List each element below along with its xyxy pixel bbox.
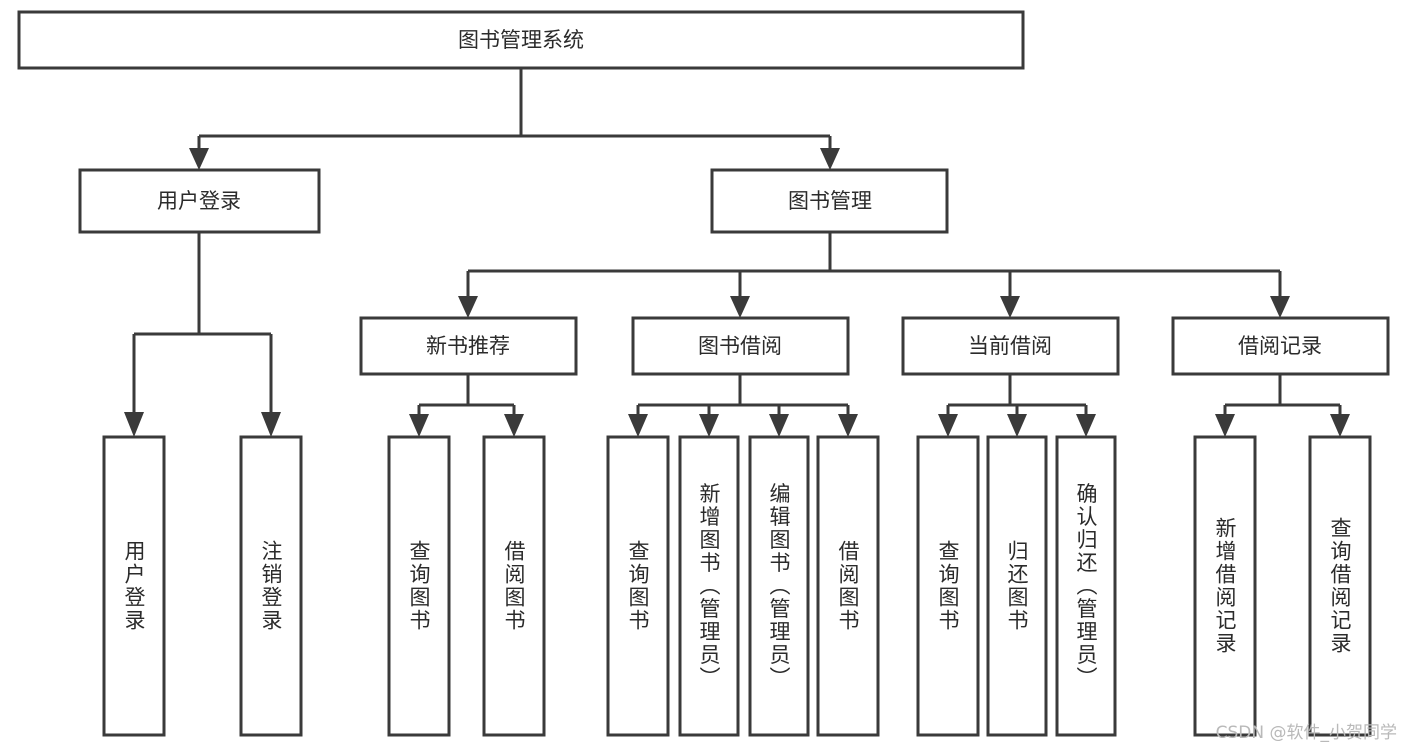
node-leaf-borrow-book-1[interactable]: 借阅图书: [482, 435, 546, 737]
node-user-login-label: 用户登录: [157, 189, 241, 213]
node-leaf-confirm-return-label: 确认归还（管理员）: [1074, 483, 1098, 690]
edge-layer: [124, 68, 1350, 437]
node-current-borrow-box[interactable]: [901, 316, 1120, 376]
node-leaf-user-login-label: 用户登录: [122, 540, 146, 632]
node-borrow-record[interactable]: 借阅记录: [1171, 316, 1390, 376]
node-leaf-query-book-2-box[interactable]: [606, 435, 670, 737]
node-leaf-confirm-return-box[interactable]: [1055, 435, 1117, 737]
node-leaf-logout-box[interactable]: [239, 435, 303, 737]
node-leaf-edit-book[interactable]: 编辑图书（管理员）: [748, 435, 810, 737]
node-leaf-add-record-box[interactable]: [1193, 435, 1257, 737]
node-leaf-query-book-2[interactable]: 查询图书: [606, 435, 670, 737]
arrow-to-leaf-query-book-3: [938, 414, 958, 437]
node-book-borrow-label: 图书借阅: [698, 334, 782, 358]
node-leaf-user-login[interactable]: 用户登录: [102, 435, 166, 737]
arrow-to-leaf-query-record: [1330, 414, 1350, 437]
node-leaf-add-record[interactable]: 新增借阅记录: [1193, 435, 1257, 737]
arrow-to-leaf-confirm-return: [1076, 414, 1096, 437]
node-root-box[interactable]: [17, 10, 1025, 70]
node-leaf-logout[interactable]: 注销登录: [239, 435, 303, 737]
node-leaf-borrow-book-2-label: 借阅图书: [836, 540, 860, 632]
arrow-to-leaf-borrow-book-2: [838, 414, 858, 437]
node-leaf-query-book-1-box[interactable]: [387, 435, 451, 737]
node-root-label: 图书管理系统: [458, 28, 584, 52]
node-leaf-edit-book-box[interactable]: [748, 435, 810, 737]
arrow-to-leaf-logout: [261, 412, 281, 437]
node-leaf-borrow-book-1-label: 借阅图书: [502, 540, 526, 632]
node-current-borrow[interactable]: 当前借阅: [901, 316, 1120, 376]
node-leaf-query-book-3-box[interactable]: [916, 435, 980, 737]
node-layer: 图书管理系统 用户登录 图书管理 新书推荐 图书借阅: [17, 10, 1390, 737]
node-leaf-add-book-box[interactable]: [678, 435, 740, 737]
node-borrow-record-box[interactable]: [1171, 316, 1390, 376]
arrow-to-leaf-borrow-book-1: [504, 414, 524, 437]
node-leaf-query-book-1[interactable]: 查询图书: [387, 435, 451, 737]
arrow-to-book-manage: [820, 148, 840, 170]
node-leaf-query-book-2-label: 查询图书: [626, 540, 650, 632]
arrow-to-current-borrow: [1000, 296, 1020, 318]
node-leaf-add-record-label: 新增借阅记录: [1213, 517, 1237, 655]
node-leaf-return-book-label: 归还图书: [1005, 540, 1029, 632]
arrow-to-new-book-rec: [458, 296, 478, 318]
arrow-to-leaf-user-login: [124, 412, 144, 437]
arrow-to-user-login: [189, 148, 209, 170]
arrow-to-leaf-return-book: [1007, 414, 1027, 437]
node-leaf-return-book[interactable]: 归还图书: [986, 435, 1048, 737]
node-borrow-record-label: 借阅记录: [1238, 334, 1322, 358]
node-root[interactable]: 图书管理系统: [17, 10, 1025, 70]
node-leaf-borrow-book-2-box[interactable]: [816, 435, 880, 737]
node-leaf-query-record[interactable]: 查询借阅记录: [1308, 435, 1372, 737]
arrow-to-leaf-query-book-2: [628, 414, 648, 437]
node-leaf-query-record-box[interactable]: [1308, 435, 1372, 737]
node-user-login[interactable]: 用户登录: [78, 168, 321, 234]
node-book-manage-box[interactable]: [710, 168, 949, 234]
node-leaf-borrow-book-2[interactable]: 借阅图书: [816, 435, 880, 737]
node-book-borrow[interactable]: 图书借阅: [631, 316, 850, 376]
arrow-to-leaf-add-record: [1215, 414, 1235, 437]
node-leaf-add-book[interactable]: 新增图书（管理员）: [678, 435, 740, 737]
node-leaf-borrow-book-1-box[interactable]: [482, 435, 546, 737]
node-leaf-user-login-box[interactable]: [102, 435, 166, 737]
node-new-book-rec[interactable]: 新书推荐: [359, 316, 578, 376]
node-leaf-return-book-box[interactable]: [986, 435, 1048, 737]
node-leaf-query-record-label: 查询借阅记录: [1328, 517, 1352, 655]
node-leaf-query-book-3-label: 查询图书: [936, 540, 960, 632]
arrow-to-leaf-query-book-1: [409, 414, 429, 437]
node-new-book-rec-label: 新书推荐: [426, 334, 510, 358]
node-leaf-confirm-return[interactable]: 确认归还（管理员）: [1055, 435, 1117, 737]
node-leaf-add-book-label: 新增图书（管理员）: [697, 483, 721, 690]
node-leaf-logout-label: 注销登录: [259, 540, 283, 632]
arrow-to-borrow-record: [1270, 296, 1290, 318]
arrow-to-leaf-edit-book: [769, 414, 789, 437]
node-current-borrow-label: 当前借阅: [968, 334, 1052, 358]
node-user-login-box[interactable]: [78, 168, 321, 234]
node-leaf-query-book-3[interactable]: 查询图书: [916, 435, 980, 737]
node-new-book-rec-box[interactable]: [359, 316, 578, 376]
arrow-to-leaf-add-book: [699, 414, 719, 437]
node-leaf-query-book-1-label: 查询图书: [407, 540, 431, 632]
arrow-to-book-borrow: [730, 296, 750, 318]
node-book-manage[interactable]: 图书管理: [710, 168, 949, 234]
node-book-manage-label: 图书管理: [788, 189, 872, 213]
node-book-borrow-box[interactable]: [631, 316, 850, 376]
node-leaf-edit-book-label: 编辑图书（管理员）: [767, 483, 791, 690]
